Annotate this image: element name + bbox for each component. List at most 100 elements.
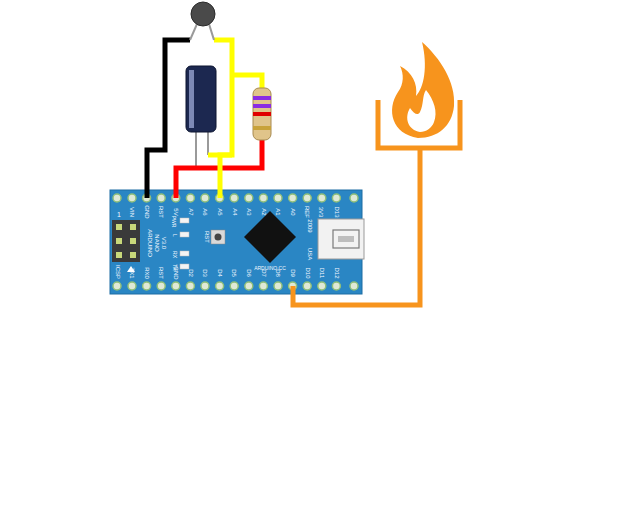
pin-label: D6 xyxy=(246,269,252,277)
pin-label: 3V3 xyxy=(319,207,325,218)
pin-pad xyxy=(303,194,311,202)
flame-icon xyxy=(392,42,454,138)
pin-label: D3 xyxy=(202,269,208,277)
pin-pad xyxy=(318,194,326,202)
signal-wire xyxy=(208,153,232,158)
pin-pad xyxy=(128,282,136,290)
pin-label: D12 xyxy=(333,267,339,278)
mount-hole xyxy=(350,194,358,202)
pin-pad xyxy=(245,194,253,202)
pin-label: GND xyxy=(144,205,150,218)
flame-sensor-wire xyxy=(293,148,420,305)
pin-pad xyxy=(274,282,282,290)
thermistor-lead xyxy=(190,24,197,40)
pin-pad xyxy=(128,194,136,202)
pin-label: D2 xyxy=(187,269,193,277)
pin-label: REF xyxy=(304,206,310,218)
board-label: RST xyxy=(204,231,210,243)
board-label: ICSP xyxy=(115,265,121,279)
icsp-header xyxy=(112,220,140,262)
board-label: NANO xyxy=(154,234,160,251)
pin-label: D13 xyxy=(333,206,339,217)
resistor-band xyxy=(253,112,271,116)
pin-label: A0 xyxy=(290,208,296,215)
mount-hole xyxy=(350,282,358,290)
capacitor-stripe xyxy=(189,70,194,128)
board-label: V3.0 xyxy=(161,237,167,249)
icsp-pins xyxy=(116,224,136,258)
pin-pads xyxy=(128,194,340,290)
board-label: RX xyxy=(171,251,176,258)
reset-button-cap xyxy=(215,234,222,241)
pin-pad xyxy=(172,282,180,290)
board-label: TX xyxy=(171,264,176,270)
pin-pad xyxy=(201,282,209,290)
board-label: USA xyxy=(307,248,313,260)
pin-pad xyxy=(259,282,267,290)
pin-label: VIN xyxy=(129,207,135,217)
flame-inner xyxy=(407,90,435,132)
pin-label: A2 xyxy=(260,208,266,215)
pin-pad xyxy=(157,194,165,202)
capacitor-lead xyxy=(207,130,209,155)
signal-wire xyxy=(214,40,232,198)
pin-pad xyxy=(289,194,297,202)
pin-label: D10 xyxy=(304,267,310,278)
resistor-band xyxy=(253,104,271,108)
pin-label: D11 xyxy=(319,268,325,279)
pin-label: A5 xyxy=(217,208,223,215)
pin-pad xyxy=(303,282,311,290)
usb-connector xyxy=(318,219,364,259)
board-label: 1 xyxy=(117,211,121,218)
pin-label: RST xyxy=(158,267,164,279)
mount-hole xyxy=(113,282,121,290)
board-label: ARDUINO.CC xyxy=(254,266,286,271)
pin-label: 5V xyxy=(173,208,179,215)
board-label: L xyxy=(172,234,177,237)
pin-pad xyxy=(332,194,340,202)
capacitor-lead xyxy=(195,130,197,168)
pin-label: A3 xyxy=(246,208,252,215)
pin-pad xyxy=(332,282,340,290)
pin-pad xyxy=(186,282,194,290)
board-label: ARDUINO xyxy=(147,229,153,257)
pin-pad xyxy=(245,282,253,290)
usb-opening xyxy=(333,230,359,248)
pin-label: A4 xyxy=(231,208,237,215)
pin-label: A1 xyxy=(275,208,281,215)
pin-label: RX0 xyxy=(144,267,150,279)
microcontroller-chip xyxy=(244,211,296,263)
board-label: PWR xyxy=(171,215,176,227)
pin-pad xyxy=(259,194,267,202)
pin-label: A6 xyxy=(202,208,208,215)
pin-pad xyxy=(216,282,224,290)
led-set xyxy=(180,218,189,269)
pin-pad xyxy=(230,282,238,290)
pin-label: A7 xyxy=(187,208,193,215)
resistor-band xyxy=(253,126,271,130)
mount-hole xyxy=(113,194,121,202)
pin-label: TX1 xyxy=(129,267,135,278)
capacitor-symbol xyxy=(186,66,216,132)
reset-button xyxy=(211,230,225,244)
resistor-symbol xyxy=(253,88,271,140)
pin-label: D5 xyxy=(231,269,237,277)
pin-pad xyxy=(143,282,151,290)
thermistor-lead xyxy=(209,24,214,40)
resistor-band xyxy=(253,96,271,100)
pin-pad xyxy=(201,194,209,202)
pin-pad xyxy=(157,282,165,290)
usb-tongue xyxy=(338,236,354,242)
ground-wire xyxy=(147,40,190,198)
pin-label: D4 xyxy=(217,269,223,277)
pin-label: RST xyxy=(158,206,164,218)
pin-pad xyxy=(274,194,282,202)
board-label: 2009 xyxy=(307,219,313,232)
pin-pad xyxy=(186,194,194,202)
pin-pad xyxy=(318,282,326,290)
thermistor-symbol xyxy=(191,2,215,26)
pin-pad xyxy=(230,194,238,202)
pin-label: D9 xyxy=(290,269,296,277)
